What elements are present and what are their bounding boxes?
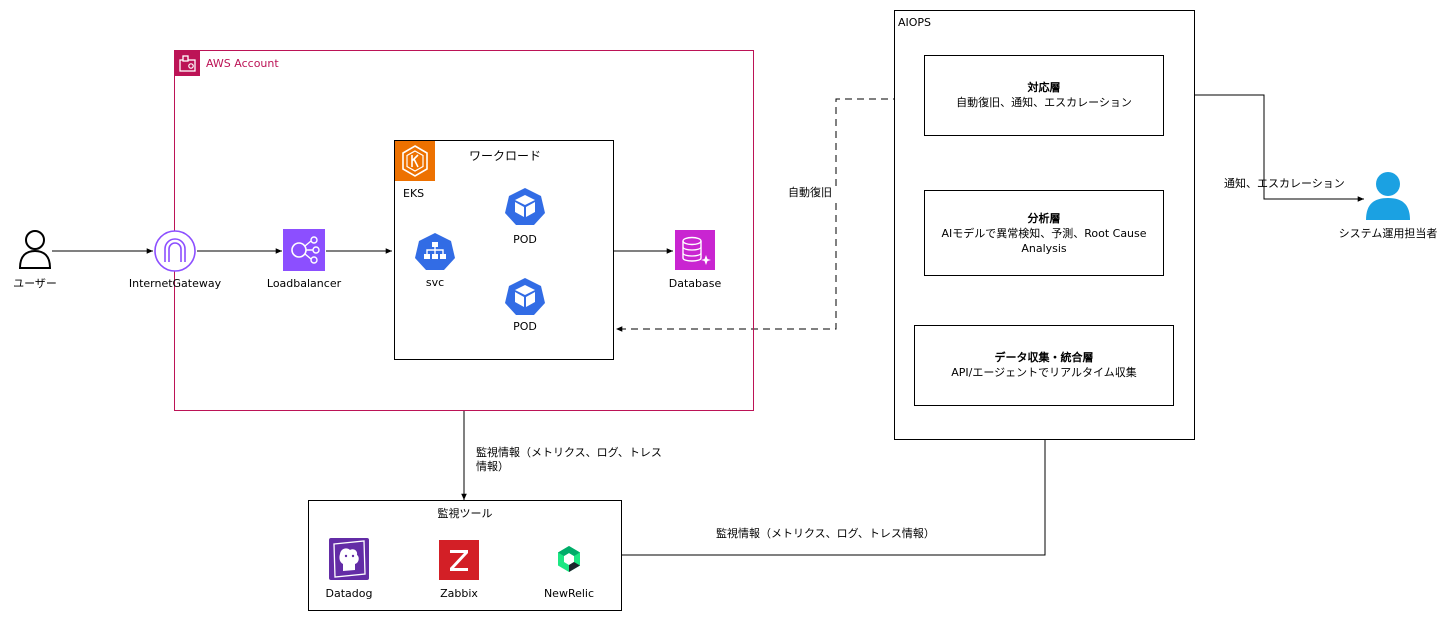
internet-gateway-label: InternetGateway xyxy=(128,277,222,290)
internet-gateway-icon[interactable] xyxy=(153,229,197,273)
user-label: ユーザー xyxy=(13,277,57,290)
zabbix-icon[interactable] xyxy=(439,540,479,580)
response-layer-desc: 自動復旧、通知、エスカレーション xyxy=(956,96,1132,109)
user-filled-icon[interactable] xyxy=(1364,170,1412,220)
edge-notify xyxy=(1164,94,1364,202)
eks-icon xyxy=(395,141,435,181)
ops-user-label: システム運用担当者 xyxy=(1338,227,1438,240)
k8s-service-icon[interactable] xyxy=(415,232,455,270)
database-icon[interactable] xyxy=(675,230,715,270)
k8s-pod-icon[interactable] xyxy=(505,187,545,225)
pod-top-label: POD xyxy=(513,233,537,246)
edge-monitoring-collection xyxy=(622,409,1048,556)
k8s-pod-icon[interactable] xyxy=(505,277,545,315)
analysis-layer-title: 分析層 xyxy=(1027,212,1061,225)
response-layer[interactable]: 対応層 自動復旧、通知、エスカレーション xyxy=(924,55,1164,136)
newrelic-icon[interactable] xyxy=(554,544,584,574)
monitoring-info-label-2: 監視情報（メトリクス、ログ、トレス情報） xyxy=(716,527,935,540)
response-layer-title: 対応層 xyxy=(1027,81,1061,94)
monitoring-tools-group[interactable]: 監視ツール Datadog Zabbix NewRelic xyxy=(308,500,622,611)
aiops-label: AIOPS xyxy=(898,16,932,29)
datadog-label: Datadog xyxy=(325,587,373,600)
analysis-layer[interactable]: 分析層 AIモデルで異常検知、予測、Root Cause Analysis xyxy=(924,190,1164,276)
aws-account-icon xyxy=(175,51,200,76)
zabbix-label: Zabbix xyxy=(440,587,478,600)
database-label: Database xyxy=(668,277,722,290)
notify-label: 通知、エスカレーション xyxy=(1224,177,1345,190)
eks-label: EKS xyxy=(403,187,425,200)
collection-layer[interactable]: データ収集・統合層 API/エージェントでリアルタイム収集 xyxy=(914,325,1174,406)
auto-recovery-label: 自動復旧 xyxy=(782,186,838,200)
workload-label: ワークロード xyxy=(469,149,542,163)
aws-account-label: AWS Account xyxy=(206,57,279,70)
datadog-icon[interactable] xyxy=(329,538,369,580)
load-balancer-icon[interactable] xyxy=(283,229,325,271)
load-balancer-label: Loadbalancer xyxy=(266,277,342,290)
collection-layer-desc: API/エージェントでリアルタイム収集 xyxy=(951,366,1137,379)
monitoring-info-label-1: 監視情報（メトリクス、ログ、トレス情報） xyxy=(476,446,662,473)
user-outline-icon[interactable] xyxy=(18,229,52,269)
analysis-layer-desc: AIモデルで異常検知、予測、Root Cause Analysis xyxy=(941,227,1147,255)
newrelic-label: NewRelic xyxy=(543,587,595,600)
pod-bottom-label: POD xyxy=(513,320,537,333)
monitoring-tools-title: 監視ツール xyxy=(437,507,493,520)
collection-layer-title: データ収集・統合層 xyxy=(994,351,1094,364)
svc-label: svc xyxy=(425,276,445,289)
